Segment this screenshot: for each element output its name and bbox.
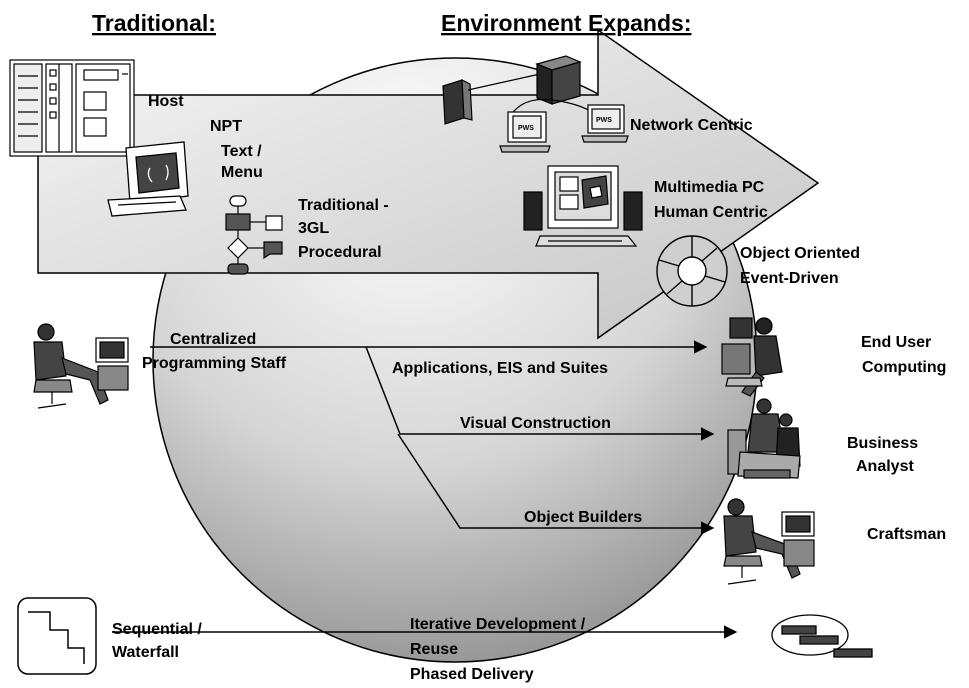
label-reuse: Reuse — [410, 641, 458, 658]
label-event-driven: Event-Driven — [740, 270, 839, 287]
label-multimedia-pc: Multimedia PC — [654, 179, 765, 196]
pws-workstation-icon-2 — [581, 104, 629, 143]
mainframe-icon — [9, 59, 135, 157]
header-environment-expands: Environment Expands: — [441, 10, 691, 36]
waterfall-steps-icon — [17, 597, 97, 675]
label-pws-1: PWS — [518, 125, 534, 132]
server-tower-icon — [535, 55, 582, 105]
label-waterfall: Waterfall — [112, 644, 179, 661]
end-user-person-icon — [721, 317, 783, 397]
label-pws-2: PWS — [596, 117, 612, 124]
label-npt-2: Text / — [221, 143, 262, 160]
label-centralized: Centralized — [170, 331, 256, 348]
terminal-icon — [107, 141, 189, 217]
arrow-object-builders — [397, 433, 715, 535]
label-human-centric: Human Centric — [654, 204, 768, 221]
label-sequential: Sequential / — [112, 621, 202, 638]
network-link — [467, 73, 541, 91]
object-wheel-icon — [656, 235, 728, 307]
label-programming-staff: Programming Staff — [142, 355, 287, 372]
iterative-cycle-icon — [771, 614, 873, 658]
pws-workstation-icon — [499, 111, 551, 153]
multimedia-pc-icon — [523, 165, 643, 247]
label-craftsman: Craftsman — [867, 526, 946, 543]
label-traditional-2: 3GL — [298, 220, 329, 237]
label-npt-3: Menu — [221, 164, 263, 181]
label-business: Business — [847, 435, 918, 452]
label-object-oriented: Object Oriented — [740, 245, 860, 262]
server-icon — [442, 79, 473, 125]
label-computing: Computing — [862, 359, 946, 376]
header-traditional: Traditional: — [92, 10, 216, 36]
label-iterative-development: Iterative Development / — [410, 616, 586, 633]
label-traditional-3: Procedural — [298, 244, 382, 261]
label-end-user: End User — [861, 334, 931, 351]
programmer-person-icon — [33, 323, 129, 409]
label-phased-delivery: Phased Delivery — [410, 666, 534, 683]
craftsman-person-icon — [723, 498, 815, 585]
label-npt-1: NPT — [210, 118, 242, 135]
label-visual-construction: Visual Construction — [460, 415, 611, 432]
label-applications: Applications, EIS and Suites — [392, 360, 608, 377]
business-analyst-group-icon — [727, 398, 801, 479]
flowchart-icon — [225, 195, 283, 275]
label-object-builders: Object Builders — [524, 509, 642, 526]
label-host: Host — [148, 93, 184, 110]
label-analyst: Analyst — [856, 458, 914, 475]
label-traditional-1: Traditional - — [298, 197, 389, 214]
arrow-visual-construction — [365, 346, 715, 441]
label-network-centric: Network Centric — [630, 117, 753, 134]
